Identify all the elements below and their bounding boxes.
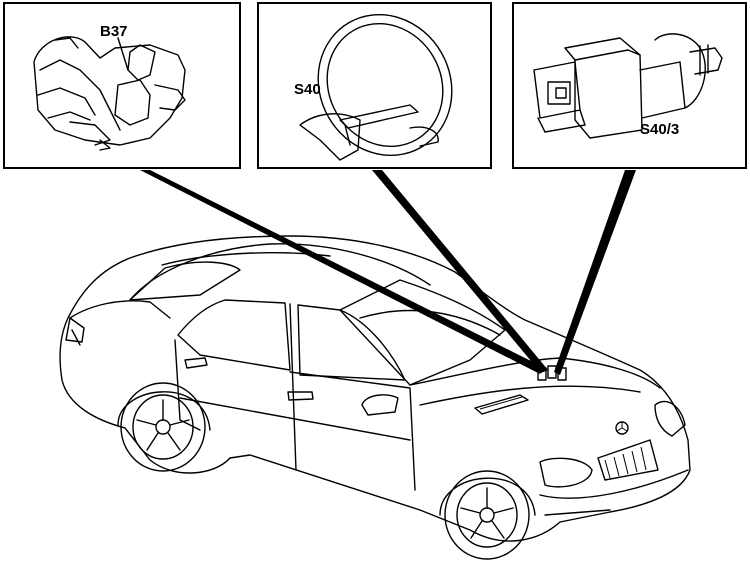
callout-box-s40: S40	[257, 2, 492, 169]
b37-component-drawing	[33, 36, 186, 151]
label-b37: B37	[100, 23, 128, 40]
car-drawing	[59, 235, 691, 560]
leader-b37	[140, 170, 545, 374]
s40-steering-wheel-drawing	[299, 13, 453, 161]
label-s40: S40	[294, 81, 321, 98]
front-wheel	[444, 470, 530, 560]
callout-box-s403: S40/3	[512, 2, 747, 169]
s403-switch-drawing	[533, 33, 723, 139]
rear-wheel	[120, 382, 206, 472]
callout-box-b37: B37	[3, 2, 241, 169]
leader-lines	[140, 170, 636, 375]
car-body-outline	[59, 235, 691, 542]
leader-s40	[372, 170, 548, 373]
label-s403: S40/3	[640, 121, 679, 138]
leader-s403	[554, 170, 636, 375]
